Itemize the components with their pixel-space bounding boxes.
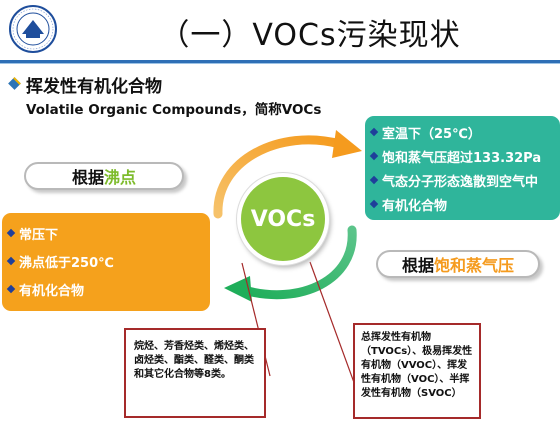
criteria-item: 有机化合物 <box>369 192 554 216</box>
boiling-point-criteria-box: 常压下 沸点低于250℃ 有机化合物 <box>2 213 210 311</box>
criteria-item: 饱和蒸气压超过133.32Pa <box>369 144 554 168</box>
bullet-diamond-icon <box>6 284 16 294</box>
curved-arrow-orange <box>213 135 345 219</box>
pill-highlight: 饱和蒸气压 <box>434 256 515 275</box>
center-label: VOCs <box>250 206 316 232</box>
pill-prefix: 根据 <box>71 168 104 187</box>
slide-title: （一）VOCs污染现状 <box>159 18 461 53</box>
section-heading: 挥发性有机化合物 <box>26 77 162 97</box>
classification-note: 烷烃、芳香烃类、烯烃类、卤烃类、酯类、醛类、酮类和其它化合物等8类。 <box>124 328 266 418</box>
section-subheading: Volatile Organic Compounds，简称VOCs <box>26 102 322 118</box>
criteria-item: 有机化合物 <box>6 275 204 303</box>
connector-line-right <box>309 261 357 389</box>
title-divider <box>0 60 560 63</box>
vocs-center-circle: VOCs <box>237 173 329 265</box>
bullet-diamond-icon <box>369 199 379 209</box>
curved-arrow-green-head <box>224 276 252 302</box>
vapor-pressure-label: 根据饱和蒸气压 <box>376 250 540 278</box>
bullet-diamond-icon <box>369 175 379 185</box>
curved-arrow-green <box>239 225 357 300</box>
vapor-pressure-criteria-box: 室温下（25℃） 饱和蒸气压超过133.32Pa 气态分子形态逸散到空气中 有机… <box>365 116 560 220</box>
bullet-diamond-icon <box>6 228 16 238</box>
criteria-item: 常压下 <box>6 219 204 247</box>
bullet-diamond-icon <box>369 127 379 137</box>
boiling-point-label: 根据沸点 <box>24 162 184 190</box>
bullet-diamond-icon <box>6 256 16 266</box>
title-divider-light <box>0 63 560 64</box>
curved-arrow-orange-head <box>332 130 362 158</box>
criteria-item: 沸点低于250℃ <box>6 247 204 275</box>
criteria-item: 室温下（25℃） <box>369 120 554 144</box>
pill-prefix: 根据 <box>401 256 434 275</box>
criteria-item: 气态分子形态逸散到空气中 <box>369 168 554 192</box>
pill-highlight: 沸点 <box>104 168 137 187</box>
category-note: 总挥发性有机物（TVOCs）、极易挥发性有机物（VVOC）、挥发性有机物（VOC… <box>353 323 481 419</box>
university-logo <box>9 5 57 53</box>
bullet-diamond-icon <box>369 151 379 161</box>
